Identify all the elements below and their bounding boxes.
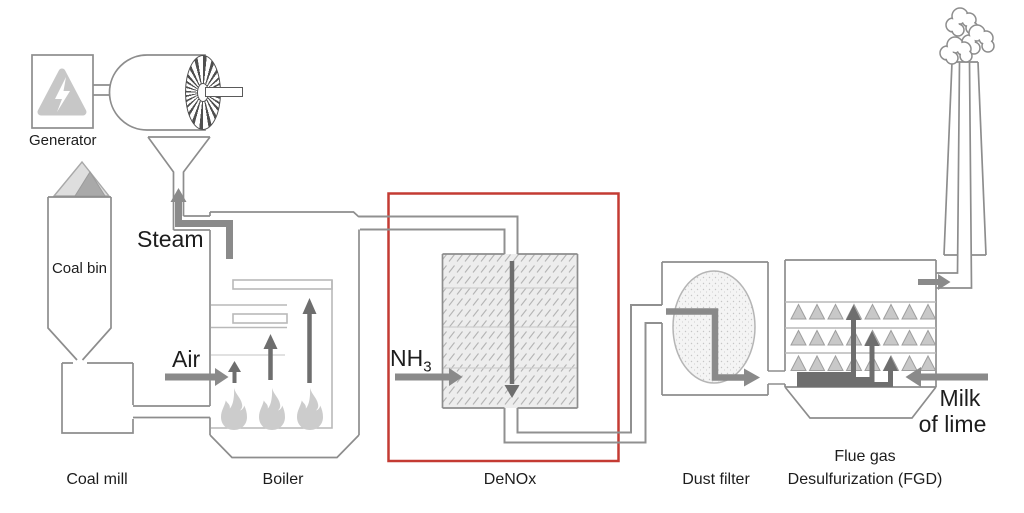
denox-label: DeNOx	[483, 471, 537, 488]
fgd-gas-up-arrows	[797, 305, 898, 387]
generator-unit	[31, 54, 110, 129]
dust-filter-label: Dust filter	[682, 471, 750, 488]
chimney-stack	[936, 7, 995, 289]
fgd-label-line1: Flue gas	[834, 448, 896, 465]
denox-reactor	[441, 253, 579, 409]
turbine-shaft	[205, 87, 243, 97]
smoke-icon	[939, 7, 995, 65]
air-flow-arrow	[165, 368, 229, 386]
milk-of-lime-label-line2: of lime	[918, 411, 987, 437]
fgd-unit	[784, 259, 951, 419]
flue-duct-boiler-to-denox	[359, 215, 519, 254]
filter-flow-arrow	[666, 308, 760, 387]
coal-pile-icon	[52, 160, 111, 197]
steam-funnel	[147, 136, 211, 231]
coal-mill-label: Coal mill	[66, 471, 128, 488]
generator-label: Generator	[29, 132, 97, 149]
gas-down-arrow	[504, 261, 520, 398]
boiler	[209, 211, 360, 459]
coal-mill	[61, 362, 210, 434]
boiler-label: Boiler	[262, 471, 304, 488]
flue-duct-denox-to-filter	[503, 304, 662, 444]
hot-gas-up-arrows	[228, 298, 317, 383]
coal-bin	[47, 160, 112, 361]
fgd-label-line2: Desulfurization (FGD)	[787, 471, 943, 488]
steam-turbine	[108, 54, 206, 131]
nh3-label-text: NH	[390, 345, 424, 371]
nh3-flow-arrow	[395, 368, 463, 386]
nh3-label-sub: 3	[423, 358, 432, 376]
fgd-outlet-arrow	[918, 274, 951, 290]
fgd-spray-triangles	[790, 303, 937, 371]
denox-highlight-box	[387, 192, 620, 463]
coal-bin-label: Coal bin	[51, 260, 108, 277]
lightning-icon	[37, 68, 87, 116]
nh3-label: NH3	[390, 345, 432, 376]
dust-filter	[661, 261, 785, 396]
milk-of-lime-arrow	[905, 367, 988, 387]
milk-of-lime-label-line1: Milk	[939, 385, 981, 411]
steam-label: Steam	[137, 226, 204, 252]
air-label: Air	[172, 346, 201, 372]
steam-flow-arrow	[170, 188, 233, 259]
flame-icon	[221, 388, 323, 430]
